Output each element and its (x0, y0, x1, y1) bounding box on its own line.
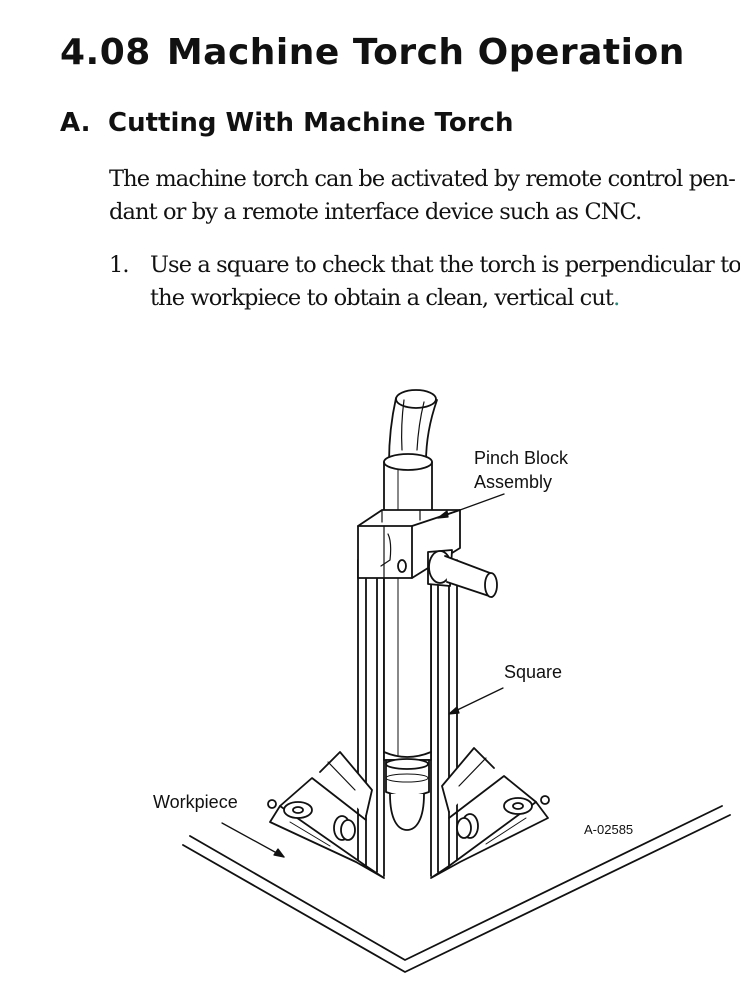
pinch-block-label-line-2: Assembly (474, 472, 553, 492)
section-title: Machine Torch Operation (166, 32, 685, 73)
step-line-2: the workpiece to obtain a clean, vertica… (150, 285, 614, 311)
subsection-letter: A. (60, 108, 91, 138)
square-left-base (267, 751, 385, 879)
intro-paragraph: The machine torch can be activated by re… (109, 163, 736, 229)
square-label: Square (504, 662, 563, 682)
subsection-heading: A. Cutting With Machine Torch (60, 108, 513, 138)
step-number: 1. (109, 252, 130, 278)
figure-reference: A-02585 (584, 822, 634, 837)
section-number: 4.08 (60, 32, 151, 73)
square-right-blade (430, 559, 458, 877)
intro-line-1: The machine torch can be activated by re… (109, 166, 736, 192)
intro-line-2: dant or by a remote interface device suc… (109, 199, 642, 225)
torch-hose (388, 389, 438, 463)
leader-lines (221, 493, 505, 858)
square-left-blade (357, 559, 385, 877)
workpiece-plate (182, 805, 731, 973)
torch-barrel (383, 559, 432, 831)
step-line-1: Use a square to check that the torch is … (150, 252, 740, 278)
subsection-title: Cutting With Machine Torch (108, 108, 514, 138)
square-right-base (430, 747, 550, 879)
torch-square-illustration: Pinch Block Assembly Square Workpiece A-… (0, 370, 740, 1000)
pinch-block (357, 509, 498, 598)
illustration-drawing (182, 389, 731, 973)
step-terminal: . (613, 285, 620, 311)
workpiece-label: Workpiece (153, 792, 238, 812)
step-text: Use a square to check that the torch is … (150, 249, 740, 315)
pinch-block-label: Pinch Block Assembly (474, 446, 568, 494)
section-heading: 4.08 Machine Torch Operation (60, 32, 685, 73)
pinch-block-label-line-1: Pinch Block (474, 448, 569, 468)
